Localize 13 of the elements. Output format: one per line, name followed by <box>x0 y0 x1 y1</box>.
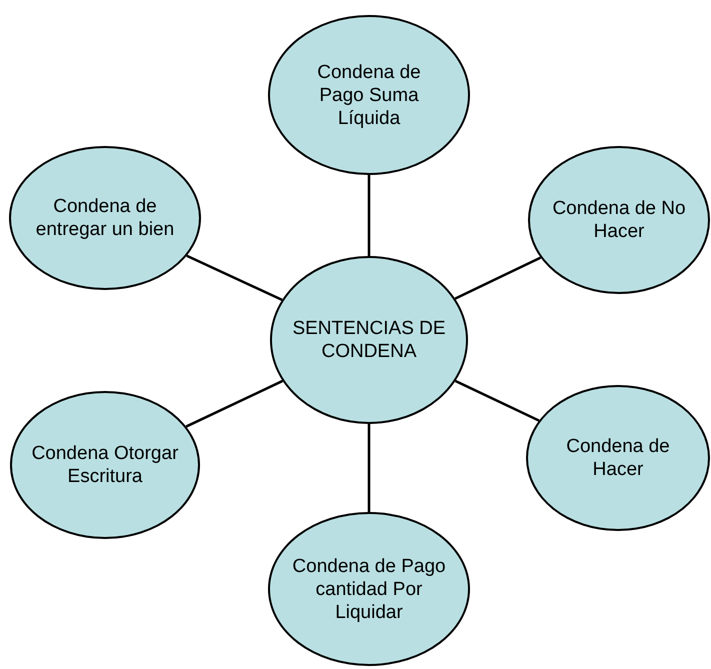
node-label: Condena de Pago Suma Líquida <box>316 60 422 130</box>
node-label: Condena de Hacer <box>565 435 671 481</box>
connector-line <box>454 256 542 300</box>
node-label: Condena de No Hacer <box>551 197 687 243</box>
node-label: Condena Otorgar Escritura <box>30 442 180 488</box>
connector-line <box>454 380 540 422</box>
node-label: SENTENCIAS DE CONDENA <box>291 317 447 363</box>
connector-line <box>368 424 370 512</box>
connector-line <box>186 254 283 301</box>
node-label: Condena de entregar un bien <box>34 195 176 241</box>
connector-line <box>368 175 370 256</box>
node-label: Condena de Pago cantidad Por Liquidar <box>291 554 447 624</box>
connector-line <box>186 380 284 428</box>
